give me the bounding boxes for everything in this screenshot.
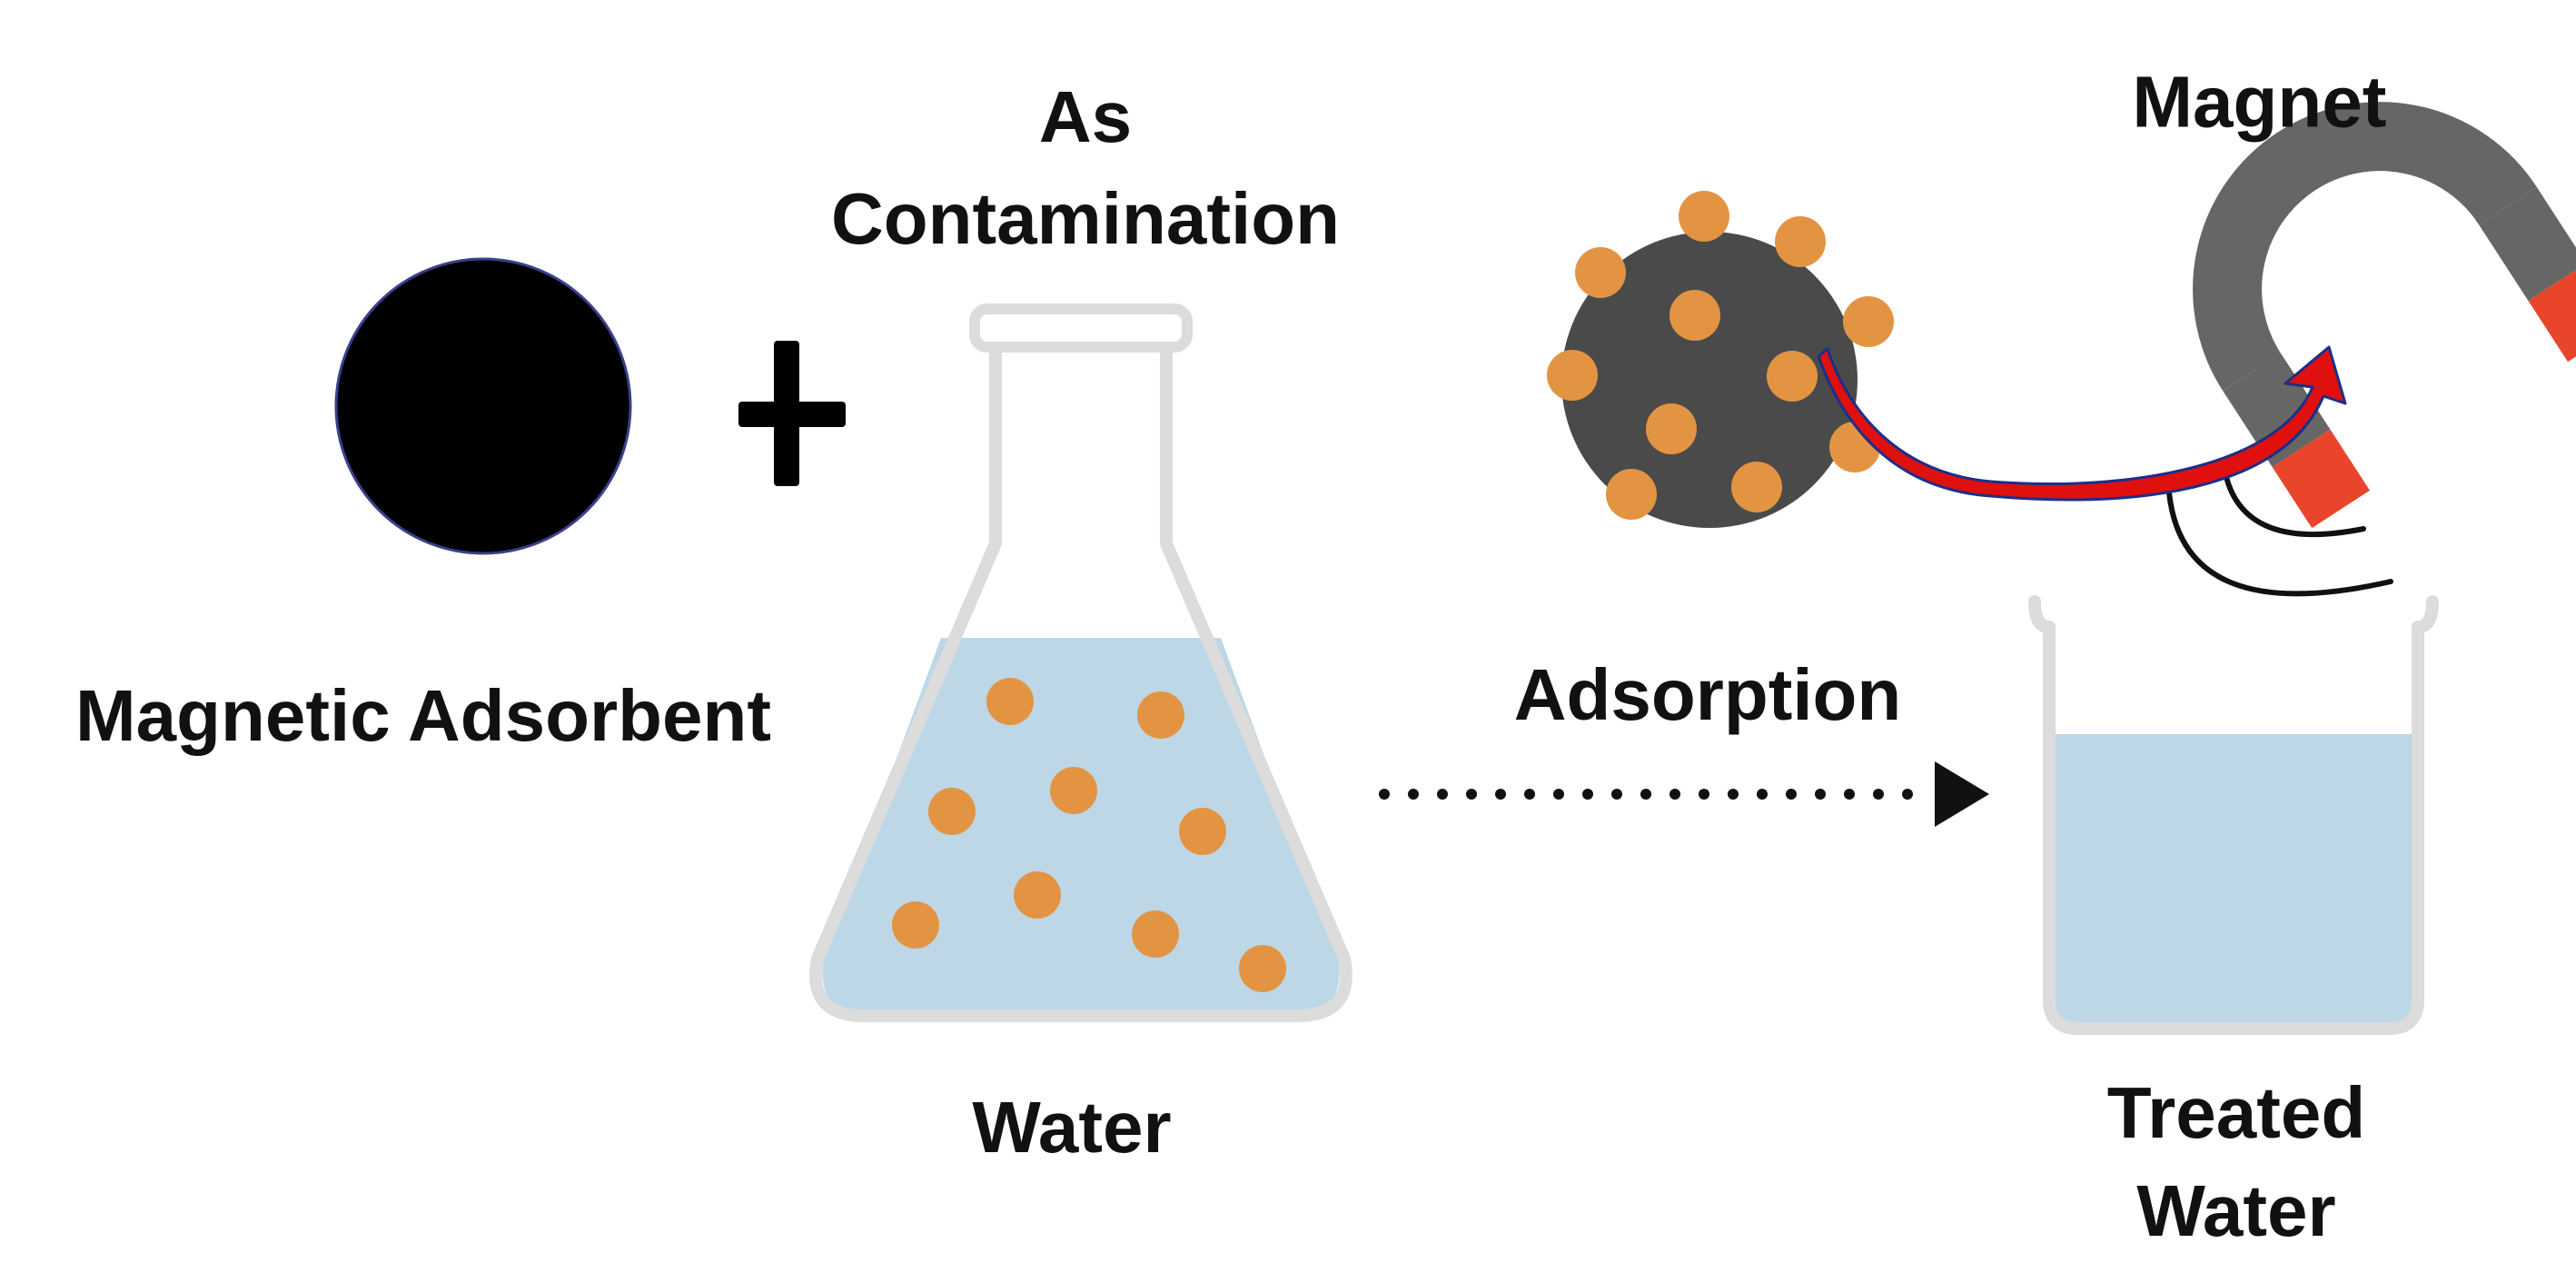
loaded-adsorbent-group	[1547, 191, 1894, 528]
magnet-arm-right	[2479, 186, 2576, 302]
flask-glass	[809, 345, 1352, 1022]
contaminant-dot	[928, 788, 976, 835]
adsorbed-dot	[1575, 247, 1626, 298]
adsorbed-dot	[1669, 290, 1720, 341]
adsorbed-dot	[1731, 462, 1782, 512]
loaded-adsorbent-sphere	[1561, 232, 1858, 528]
treated-water-label-line1: Treated	[2107, 1072, 2366, 1153]
erlenmeyer-flask-icon: As Contamination Water	[809, 76, 1352, 1168]
magnet-label: Magnet	[2132, 61, 2386, 142]
contaminant-dot	[1014, 871, 1061, 919]
flask-lip	[969, 303, 1193, 353]
magnetic-adsorbent-group: Magnetic Adsorbent	[75, 257, 771, 756]
beaker-water	[2055, 734, 2413, 1023]
adsorbed-dot	[1646, 403, 1697, 454]
contaminant-dot	[892, 901, 939, 949]
magnet-pole-right	[2528, 263, 2576, 363]
attraction-arrow-icon	[1817, 345, 2347, 502]
magnetic-field-lines	[2166, 461, 2393, 597]
magnet-pole-left	[2272, 429, 2371, 529]
attraction-arrow	[1817, 345, 2347, 502]
contaminant-dot	[1050, 767, 1097, 814]
field-line-outer	[2166, 490, 2393, 597]
contaminant-dot	[1239, 945, 1286, 992]
contamination-label-line2: Contamination	[831, 178, 1340, 259]
adsorbed-dot	[1775, 216, 1826, 267]
flask-water	[822, 638, 1340, 1016]
contaminant-dot	[986, 678, 1034, 725]
adsorbed-dot	[1843, 296, 1894, 347]
adsorbed-dot	[1679, 191, 1729, 242]
adsorbed-dot	[1606, 469, 1657, 520]
beaker-icon: Treated Water	[2028, 595, 2439, 1251]
adsorption-label: Adsorption	[1514, 654, 1902, 735]
arrow-dots	[1379, 789, 1913, 800]
magnetic-adsorbent-label: Magnetic Adsorbent	[75, 675, 771, 756]
contaminant-particles	[892, 678, 1286, 992]
arrow-head	[1935, 761, 1989, 827]
adsorbed-contaminants	[1547, 191, 1894, 520]
contaminant-dot	[1132, 910, 1179, 958]
contaminant-dot	[1137, 691, 1184, 739]
field-line-inner	[2221, 461, 2366, 538]
adsorbed-dot	[1547, 350, 1598, 401]
treated-water-label-line2: Water	[2136, 1170, 2335, 1251]
dotted-arrow-icon: Adsorption	[1379, 654, 1989, 827]
contamination-label-line1: As	[1039, 76, 1132, 157]
plus-icon	[738, 341, 846, 486]
magnet-body	[2193, 102, 2537, 392]
water-label: Water	[972, 1087, 1171, 1168]
horseshoe-magnet-icon: Magnet	[2132, 61, 2576, 529]
magnet-arm-left	[2223, 353, 2331, 468]
contaminant-dot	[1179, 808, 1226, 855]
beaker-glass	[2028, 595, 2439, 1035]
adsorbed-dot	[1767, 351, 1818, 402]
magnetic-adsorbent-sphere	[334, 257, 632, 555]
